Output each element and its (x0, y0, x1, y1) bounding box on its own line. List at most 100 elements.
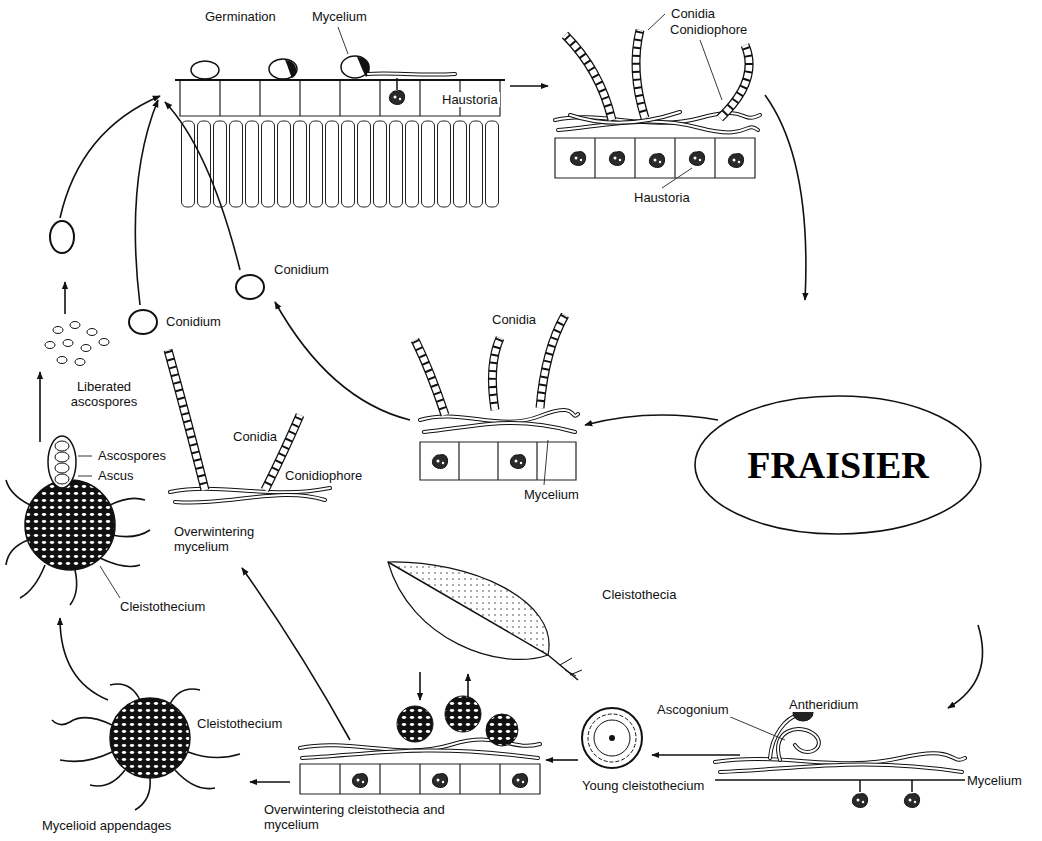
part-label: Cleistothecia (600, 587, 678, 602)
cleistothecium-with-ascus (55, 474, 69, 484)
cleistothecium-with-ascus (100, 566, 120, 598)
secondary-conidiation (415, 340, 445, 415)
gametangia-section (859, 780, 861, 792)
conidiation-section (555, 14, 760, 188)
overwintering-mycelium (175, 495, 325, 503)
ellipse-outline (695, 396, 981, 534)
cycle-arrow (765, 95, 806, 300)
conidiation-section (636, 30, 645, 118)
cleistothecium-with-ascus (110, 498, 145, 505)
part-label: Conidiophore (283, 468, 364, 483)
mature-cleistothecium (175, 770, 215, 789)
conidiation-section (689, 152, 704, 166)
overwintering-section (352, 774, 367, 788)
cycle-arrow (60, 96, 160, 218)
cycle-arrow (39, 372, 41, 442)
conidiation-section (649, 154, 664, 168)
secondary-conidiation (544, 440, 548, 485)
conidiation-section (648, 14, 665, 30)
mature-cleistothecium (90, 770, 125, 786)
mature-cleistothecium (188, 752, 240, 758)
ascospore-cluster (81, 345, 91, 352)
conidiation-section (720, 45, 749, 118)
conidiation-section (570, 152, 585, 166)
germination-section (338, 27, 348, 54)
cleistothecium-with-ascus (78, 476, 92, 477)
part-label: Cleistothecium (195, 716, 284, 731)
conidiation-section (720, 45, 749, 118)
overwintering-mycelium (170, 488, 330, 492)
ascospore-cluster (63, 340, 73, 347)
overwintering-section (486, 714, 518, 746)
cycle-arrow (467, 674, 469, 702)
overwintering-section (432, 774, 447, 788)
cleistothecium-with-ascus (48, 436, 76, 488)
ascospore-cluster (45, 342, 55, 349)
part-label: Cleistothecium (118, 599, 207, 614)
conidiation-section (565, 35, 612, 120)
secondary-conidiation (492, 338, 500, 410)
germination-section (368, 73, 455, 74)
conidiation-section (558, 122, 758, 133)
secondary-conidiation (420, 442, 576, 480)
young-cleistothecium (609, 735, 615, 741)
cycle-arrow (165, 102, 240, 270)
young-cleistothecium (582, 708, 642, 768)
cleistothecium-with-ascus (55, 463, 69, 473)
conidiation-section (558, 122, 758, 133)
cleistothecium-with-ascus (55, 441, 69, 451)
ascospore-cluster (75, 359, 85, 366)
overwintering-section (302, 750, 538, 758)
conidium (236, 275, 264, 299)
cleistothecium-with-ascus (55, 452, 69, 462)
overwintering-mycelium (170, 488, 330, 492)
conidiation-section (565, 35, 612, 120)
ascospore-cluster (57, 357, 67, 364)
overwintering-section (300, 696, 540, 794)
part-label: Mycelium (965, 773, 1024, 788)
conidiation-section (636, 30, 645, 118)
mature-cleistothecium (110, 684, 140, 700)
part-label: Young cleistothecium (580, 778, 706, 793)
overwintering-section (397, 706, 433, 742)
germination-section (180, 80, 500, 116)
gametangia-section (720, 764, 962, 772)
cycle-arrow (250, 781, 290, 783)
germination-section (285, 60, 296, 78)
cleistothecium-with-ascus (25, 480, 115, 570)
cleistothecium-with-ascus (78, 456, 92, 457)
secondary-conidiation (415, 340, 445, 415)
part-label: Mycelium (310, 9, 369, 24)
mature-cleistothecium (135, 778, 150, 810)
germination-section (389, 91, 404, 105)
fallen-leaf (388, 562, 582, 680)
cycle-arrow (60, 618, 108, 700)
cleistothecium-with-ascus (20, 565, 45, 598)
gametangia-section (720, 764, 962, 772)
gametangia-section (911, 780, 913, 792)
part-label: Ascospores (96, 448, 168, 463)
cycle-arrow (135, 100, 158, 305)
gametangia-section (728, 716, 785, 740)
mature-cleistothecium (60, 752, 112, 761)
young-cleistothecium (594, 720, 630, 756)
overwintering-mycelium (175, 495, 325, 503)
mature-cleistothecium (52, 684, 240, 810)
fallen-leaf (560, 658, 582, 676)
part-label: Conidia (231, 429, 279, 444)
secondary-conidiation (492, 338, 500, 410)
cleistothecium-with-ascus (112, 530, 150, 537)
cycle-arrow (275, 302, 410, 420)
ascospore-cluster (45, 322, 109, 366)
ascospore (50, 221, 74, 253)
gametangia-section (715, 753, 965, 763)
cleistothecium-with-ascus (70, 570, 77, 605)
conidiation-section (570, 112, 680, 123)
conidiation-section (570, 112, 680, 123)
germination-section (341, 56, 369, 78)
overwintering-section (445, 696, 481, 732)
germination-section (368, 73, 455, 74)
mature-cleistothecium (110, 698, 190, 778)
germination-section (180, 120, 500, 208)
